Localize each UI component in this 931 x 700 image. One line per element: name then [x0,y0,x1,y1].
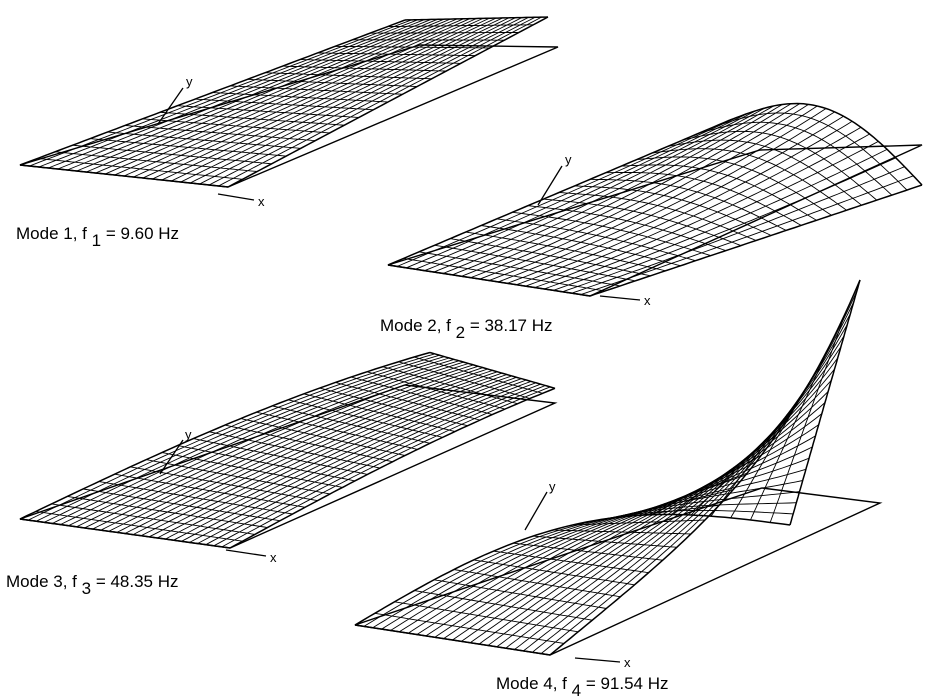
mode-4-plot: y x [355,280,880,670]
mode-2-caption-value: = 38.17 Hz [470,316,553,335]
mode-2-mesh-transverse-line [435,245,636,281]
mode-4-y-axis [525,492,547,530]
mode-4-mesh-transverse-line [751,341,832,520]
mode-1-x-axis [218,194,254,200]
mode-3-y-axis [160,440,183,474]
mode-2-caption-subscript: 2 [456,323,465,342]
mode-3-plot: y x [20,353,555,566]
mode-1-caption-value: = 9.60 Hz [106,224,179,243]
mode-3-mesh-longitudinal-line [230,388,555,548]
mode-4-mesh-longitudinal-line [550,280,860,655]
mode-3-caption-label: Mode 3, f [6,572,77,591]
mode-4-mesh-longitudinal-line [541,291,857,653]
mode-3-caption-subscript: 3 [82,579,91,598]
mode-2-caption-label: Mode 2, f [380,316,451,335]
mode-1-caption-subscript: 1 [92,231,101,250]
mode-4-x-axis [575,658,620,662]
mode-2-plot: y x [388,104,922,309]
mode-4-mesh-longitudinal-line [391,481,803,631]
mode-4-mesh-longitudinal-line [515,325,848,650]
mode-2-y-label: y [565,152,572,167]
mode-2-x-label: x [644,293,651,308]
mode-1-mesh-longitudinal-line [152,18,496,179]
mode-3-mesh-longitudinal-line [93,365,474,529]
mode-3-x-label: x [270,550,277,565]
mode-4-caption-value: = 91.54 Hz [586,674,669,693]
mode-2-y-axis [538,166,562,205]
mode-4-mesh-longitudinal-line [523,313,850,651]
mode-4-y-label: y [549,479,556,494]
mode-4-caption-label: Mode 4, f [496,674,567,693]
mode-4-caption-subscript: 4 [572,681,581,700]
mode-2-mesh-transverse-line [637,157,832,215]
mode-2-mesh-transverse-line [575,186,772,236]
mode-1-mesh-longitudinal-line [200,17,529,184]
mode-1-mesh [20,17,548,187]
mode-2-caption: Mode 2, f 2 = 38.17 Hz [380,316,553,336]
mode-3-x-axis [226,550,266,556]
mode-3-caption: Mode 3, f 3 = 48.35 Hz [6,572,179,592]
mode-4-caption: Mode 4, f 4 = 91.54 Hz [496,674,669,694]
mode-4-mesh-longitudinal-line [355,515,790,626]
mode-1-mesh-longitudinal-line [209,17,535,185]
mode-3-mesh-longitudinal-line [141,373,502,536]
mode-1-y-label: y [186,74,193,89]
mode-1-caption-label: Mode 1, f [16,224,87,243]
mode-4-mesh-longitudinal-line [532,302,853,652]
mode-1-mesh-transverse-line [283,66,447,71]
mode-3-caption-value: = 48.35 Hz [96,572,179,591]
mode-1-caption: Mode 1, f 1 = 9.60 Hz [16,224,179,244]
mode-2-x-axis [600,296,640,300]
mode-1-plot: y x [20,17,558,209]
mode-4-mesh-transverse-line [790,280,860,525]
mode-4-x-label: x [624,655,631,670]
mode-3-y-label: y [185,427,192,442]
mode-1-x-label: x [258,194,265,209]
mode-1-mesh-longitudinal-line [190,18,522,184]
mode-3-mesh [20,353,555,549]
mode-4-mesh [355,280,860,655]
mode-4-mesh-transverse-line [770,312,846,522]
